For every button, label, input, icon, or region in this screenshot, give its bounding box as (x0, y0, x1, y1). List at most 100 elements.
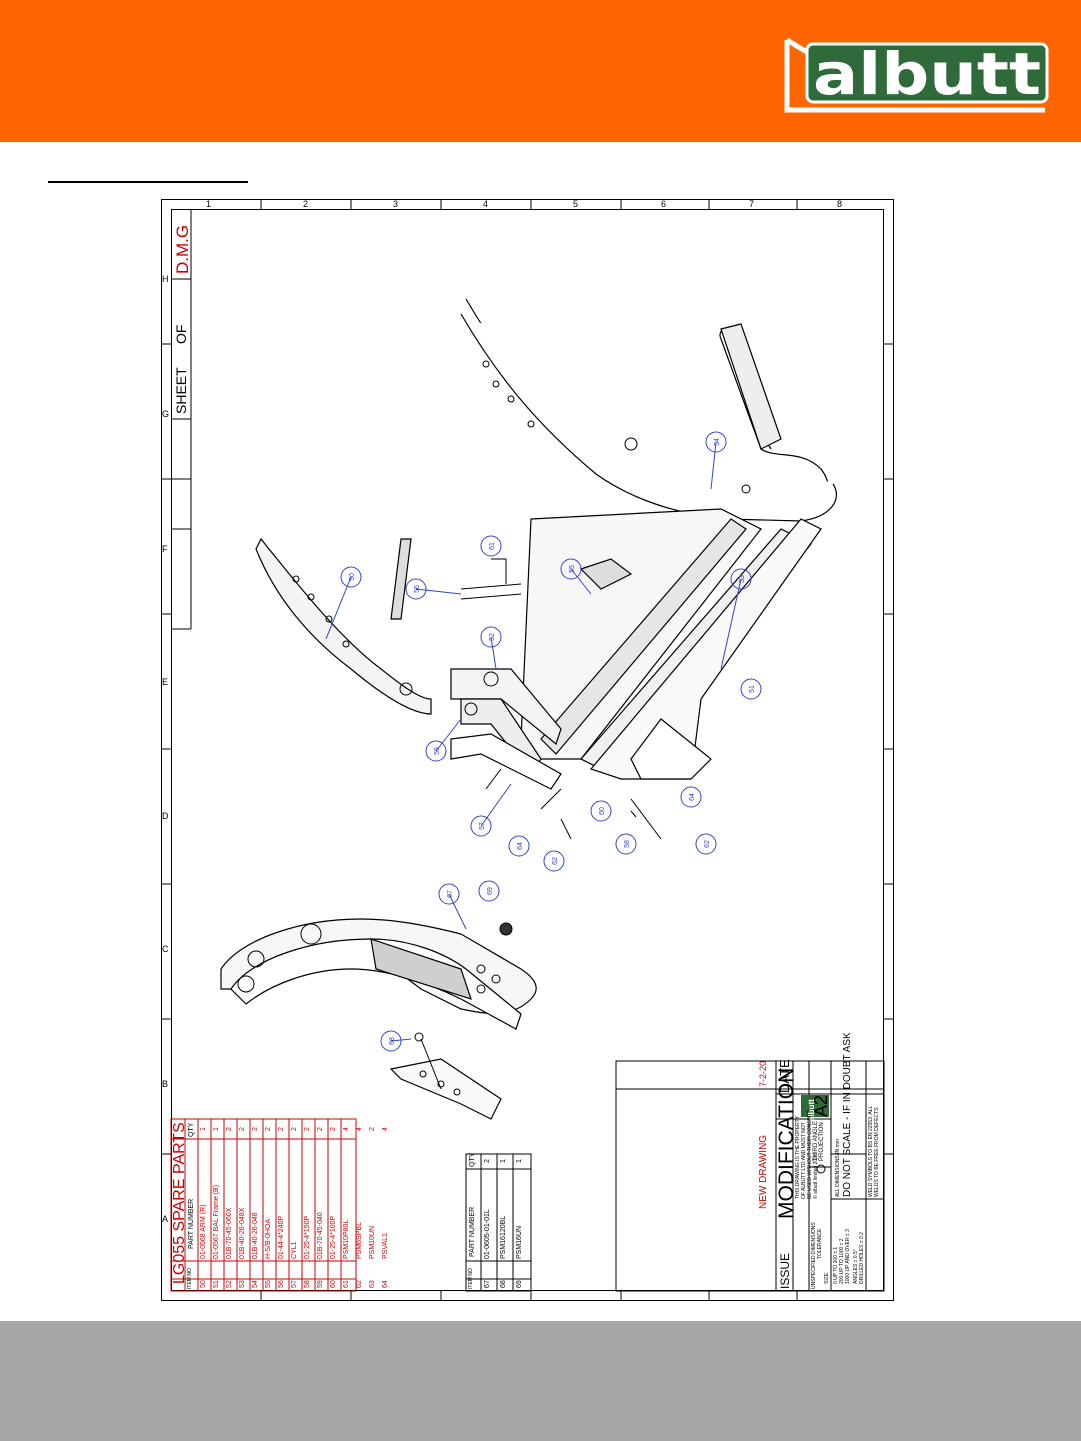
do-not-scale-note: DO NOT SCALE - IF IN DOUBT ASK (842, 1032, 853, 1197)
extra-row-68-item: 68 (500, 1280, 507, 1288)
svg-text:60: 60 (599, 807, 606, 815)
revision-note: NEW DRAWING (758, 1134, 769, 1209)
grid-letter-d: D (162, 811, 169, 821)
parts-row-59-item: 59 (317, 1280, 324, 1288)
projection-symbol-icon (816, 1164, 826, 1174)
svg-text:68: 68 (389, 1037, 396, 1045)
parts-row-56-qty: 2 (278, 1127, 285, 1131)
extra-row-68-qty: 1 (500, 1159, 507, 1163)
svg-text:51: 51 (749, 685, 756, 693)
parts-row-61-part: PSM10P80L (343, 1219, 350, 1259)
grid-number-4: 4 (483, 199, 489, 209)
heading-underline (48, 181, 248, 183)
title-block-logo-text: albutt (807, 1099, 816, 1121)
parts-row-55-qty: 2 (265, 1127, 272, 1131)
parts-row-63-item: 63 (369, 1280, 376, 1288)
grid-number-7: 7 (749, 199, 755, 209)
sheet-label: SHEET (173, 367, 189, 414)
extra-header-item: ITEM NO (468, 1268, 474, 1289)
tolerance-line-4: 1000 UP AND OVER ± 3 (845, 1229, 851, 1284)
logo-wordmark: albutt (813, 40, 1041, 108)
parts-row-60-part: 01-25-4*100P (330, 1215, 337, 1259)
footer-band (0, 1321, 1081, 1441)
drawn-by: D.M.G (173, 224, 192, 274)
of-label: OF (173, 324, 189, 344)
issue-label: ISSUE (778, 1252, 792, 1289)
svg-text:59: 59 (434, 747, 441, 755)
header-banner: albutt (0, 0, 1081, 142)
svg-text:54: 54 (714, 438, 721, 446)
parts-row-58-part: 01-25-4*150P (304, 1215, 311, 1259)
grid-letter-e: E (162, 677, 169, 687)
grid-number-1: 1 (206, 199, 212, 209)
parts-row-51-qty: 1 (213, 1127, 220, 1131)
parts-row-64-part: PSVAL1 (382, 1233, 389, 1259)
svg-text:61: 61 (489, 542, 496, 550)
parts-row-50-part: 01-0568 ARM (R) (200, 1204, 207, 1259)
extra-row-69-item: 69 (516, 1280, 523, 1288)
parts-row-53-qty: 2 (239, 1127, 246, 1131)
parts-row-57-part: CYL1 (291, 1241, 298, 1259)
extra-row-68-part: PSM16120BL (500, 1215, 507, 1259)
parts-row-60-item: 60 (330, 1280, 337, 1288)
svg-text:58: 58 (624, 840, 631, 848)
revision-date: 7-2-20 (758, 1060, 768, 1087)
parts-row-53-part: 01B-40-26-048X (239, 1207, 246, 1259)
parts-row-61-item: 61 (343, 1280, 350, 1288)
parts-header-qty: QTY (188, 1122, 195, 1137)
parts-row-52-qty: 2 (226, 1127, 233, 1131)
grid-number-2: 2 (303, 199, 309, 209)
engineering-drawing: 50 51 52 53 54 55 56 57 58 59 60 61 62 6… (161, 199, 894, 1301)
grid-number-6: 6 (661, 199, 667, 209)
parts-row-59-part: 01B-70-45-040 (317, 1212, 324, 1259)
tolerance-line-6: DRILLED HOLES ± 0.2 (859, 1232, 865, 1284)
extra-row-67-item: 67 (484, 1280, 491, 1288)
grid-letter-a: A (162, 1214, 169, 1224)
projection-label: THIRD ANGLE PROJECTION (813, 1120, 825, 1161)
parts-row-62-item: 62 (356, 1280, 363, 1288)
parts-row-56-item: 56 (278, 1280, 285, 1288)
parts-row-50-item: 50 (200, 1280, 207, 1288)
svg-text:69: 69 (487, 887, 494, 895)
parts-header-item: ITEM NO (187, 1268, 193, 1289)
svg-text:64: 64 (517, 842, 524, 850)
parts-row-60-qty: 2 (330, 1127, 337, 1131)
parts-row-61-qty: 4 (343, 1127, 350, 1131)
parts-row-50-qty: 1 (200, 1127, 207, 1131)
parts-row-62-qty: 4 (356, 1127, 363, 1131)
svg-text:56: 56 (414, 585, 421, 593)
tolerance-line-1: SIZE (824, 1272, 830, 1284)
parts-row-64-qty: 4 (382, 1127, 389, 1131)
dimensions-note: ALL DIMENSIONS IN mm (835, 1139, 841, 1197)
parts-row-57-qty: 2 (291, 1127, 298, 1131)
parts-row-52-item: 52 (226, 1280, 233, 1288)
grid-letter-c: C (162, 944, 169, 954)
albutt-logo: albutt (784, 37, 1049, 113)
svg-text:50: 50 (349, 573, 356, 581)
grid-number-3: 3 (393, 199, 399, 209)
parts-row-54-item: 54 (252, 1280, 259, 1288)
grid-letter-h: H (162, 274, 169, 284)
parts-row-54-part: 01B-40-26-048 (252, 1212, 259, 1259)
parts-row-54-qty: 2 (252, 1127, 259, 1131)
parts-row-55-part: H-S/B-0HOA (265, 1218, 272, 1259)
drawing-canvas: 50 51 52 53 54 55 56 57 58 59 60 61 62 6… (161, 199, 894, 1301)
parts-row-53-item: 53 (239, 1280, 246, 1288)
svg-text:57: 57 (479, 822, 486, 830)
svg-text:67: 67 (447, 890, 454, 898)
grid-letter-f: F (162, 544, 168, 554)
grid-letter-b: B (162, 1079, 169, 1089)
spare-parts-title: LG055 SPARE PARTS (171, 1122, 188, 1284)
parts-row-63-qty: 2 (369, 1127, 376, 1131)
extra-row-69-qty: 1 (516, 1159, 523, 1163)
extra-header-qty: QTY (469, 1152, 476, 1167)
svg-text:52: 52 (489, 633, 496, 641)
extra-row-67-qty: 2 (484, 1159, 491, 1163)
parts-row-64-item: 64 (382, 1280, 389, 1288)
grid-number-8: 8 (837, 199, 843, 209)
parts-row-62-part: PSM6SPBL (356, 1222, 363, 1259)
parts-row-51-item: 51 (213, 1280, 220, 1288)
svg-text:62: 62 (552, 857, 559, 865)
parts-row-55-item: 55 (265, 1280, 272, 1288)
parts-row-51-part: 01-0567 BAL Frame (B) (213, 1184, 220, 1259)
